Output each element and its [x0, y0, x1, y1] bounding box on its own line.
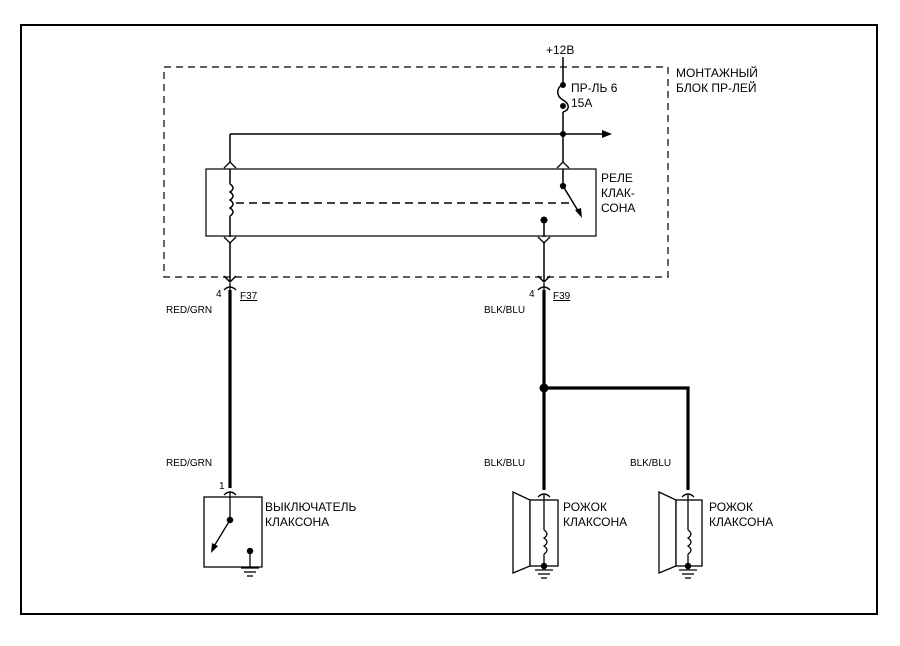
switch-label-line2: КЛАКСОНА	[265, 515, 329, 529]
left-pin-number: 4	[216, 289, 222, 300]
wire-label-left-top: RED/GRN	[166, 305, 212, 316]
relay-label-line1: РЕЛЕ	[601, 171, 633, 185]
component-connector-cups	[223, 491, 695, 498]
fuse-relay-block-outline	[163, 66, 669, 278]
switch-pin-number: 1	[219, 481, 225, 492]
left-connector-id: F37	[240, 291, 258, 302]
horn-switch-symbol	[203, 492, 263, 577]
block-title-line2: БЛОК ПР-ЛЕЙ	[676, 80, 757, 95]
horn-1-symbol	[512, 490, 559, 579]
harness-wires	[228, 290, 690, 490]
supply-voltage-label: +12В	[546, 43, 574, 57]
horn-relay-box	[205, 168, 597, 237]
right-pin-number: 4	[529, 289, 535, 300]
block-title-line1: МОНТАЖНЫЙ	[676, 65, 758, 80]
horn2-label-line2: КЛАКСОНА	[709, 515, 773, 529]
diagram-frame	[20, 24, 878, 615]
wire-label-horn2: BLK/BLU	[630, 458, 671, 469]
wire-label-horn1: BLK/BLU	[484, 458, 525, 469]
horn1-label-line1: РОЖОК	[563, 500, 607, 514]
fuse-rating-label: 15А	[571, 96, 592, 110]
bus-arrow-icon	[602, 130, 612, 138]
fuse-symbol	[557, 57, 569, 163]
relay-label-line2: КЛАК-	[601, 186, 635, 200]
switch-label-line1: ВЫКЛЮЧАТЕЛЬ	[265, 500, 356, 514]
relay-contact	[540, 169, 582, 237]
wire-label-right-top: BLK/BLU	[484, 305, 525, 316]
right-connector-id: F39	[553, 291, 571, 302]
relay-supply-bus	[229, 133, 604, 163]
bus-junction-dot	[560, 131, 566, 137]
horn2-label-line1: РОЖОК	[709, 500, 753, 514]
horn-2-symbol	[658, 490, 703, 579]
connector-cups	[223, 283, 551, 291]
wire-label-left-bottom: RED/GRN	[166, 458, 212, 469]
horn1-label-line2: КЛАКСОНА	[563, 515, 627, 529]
fuse-name-label: ПР-ЛЬ 6	[571, 81, 618, 95]
block-to-connectors	[223, 243, 551, 284]
relay-label-line3: СОНА	[601, 201, 635, 215]
horn-splice-dot	[539, 383, 549, 393]
relay-coil	[228, 169, 234, 237]
